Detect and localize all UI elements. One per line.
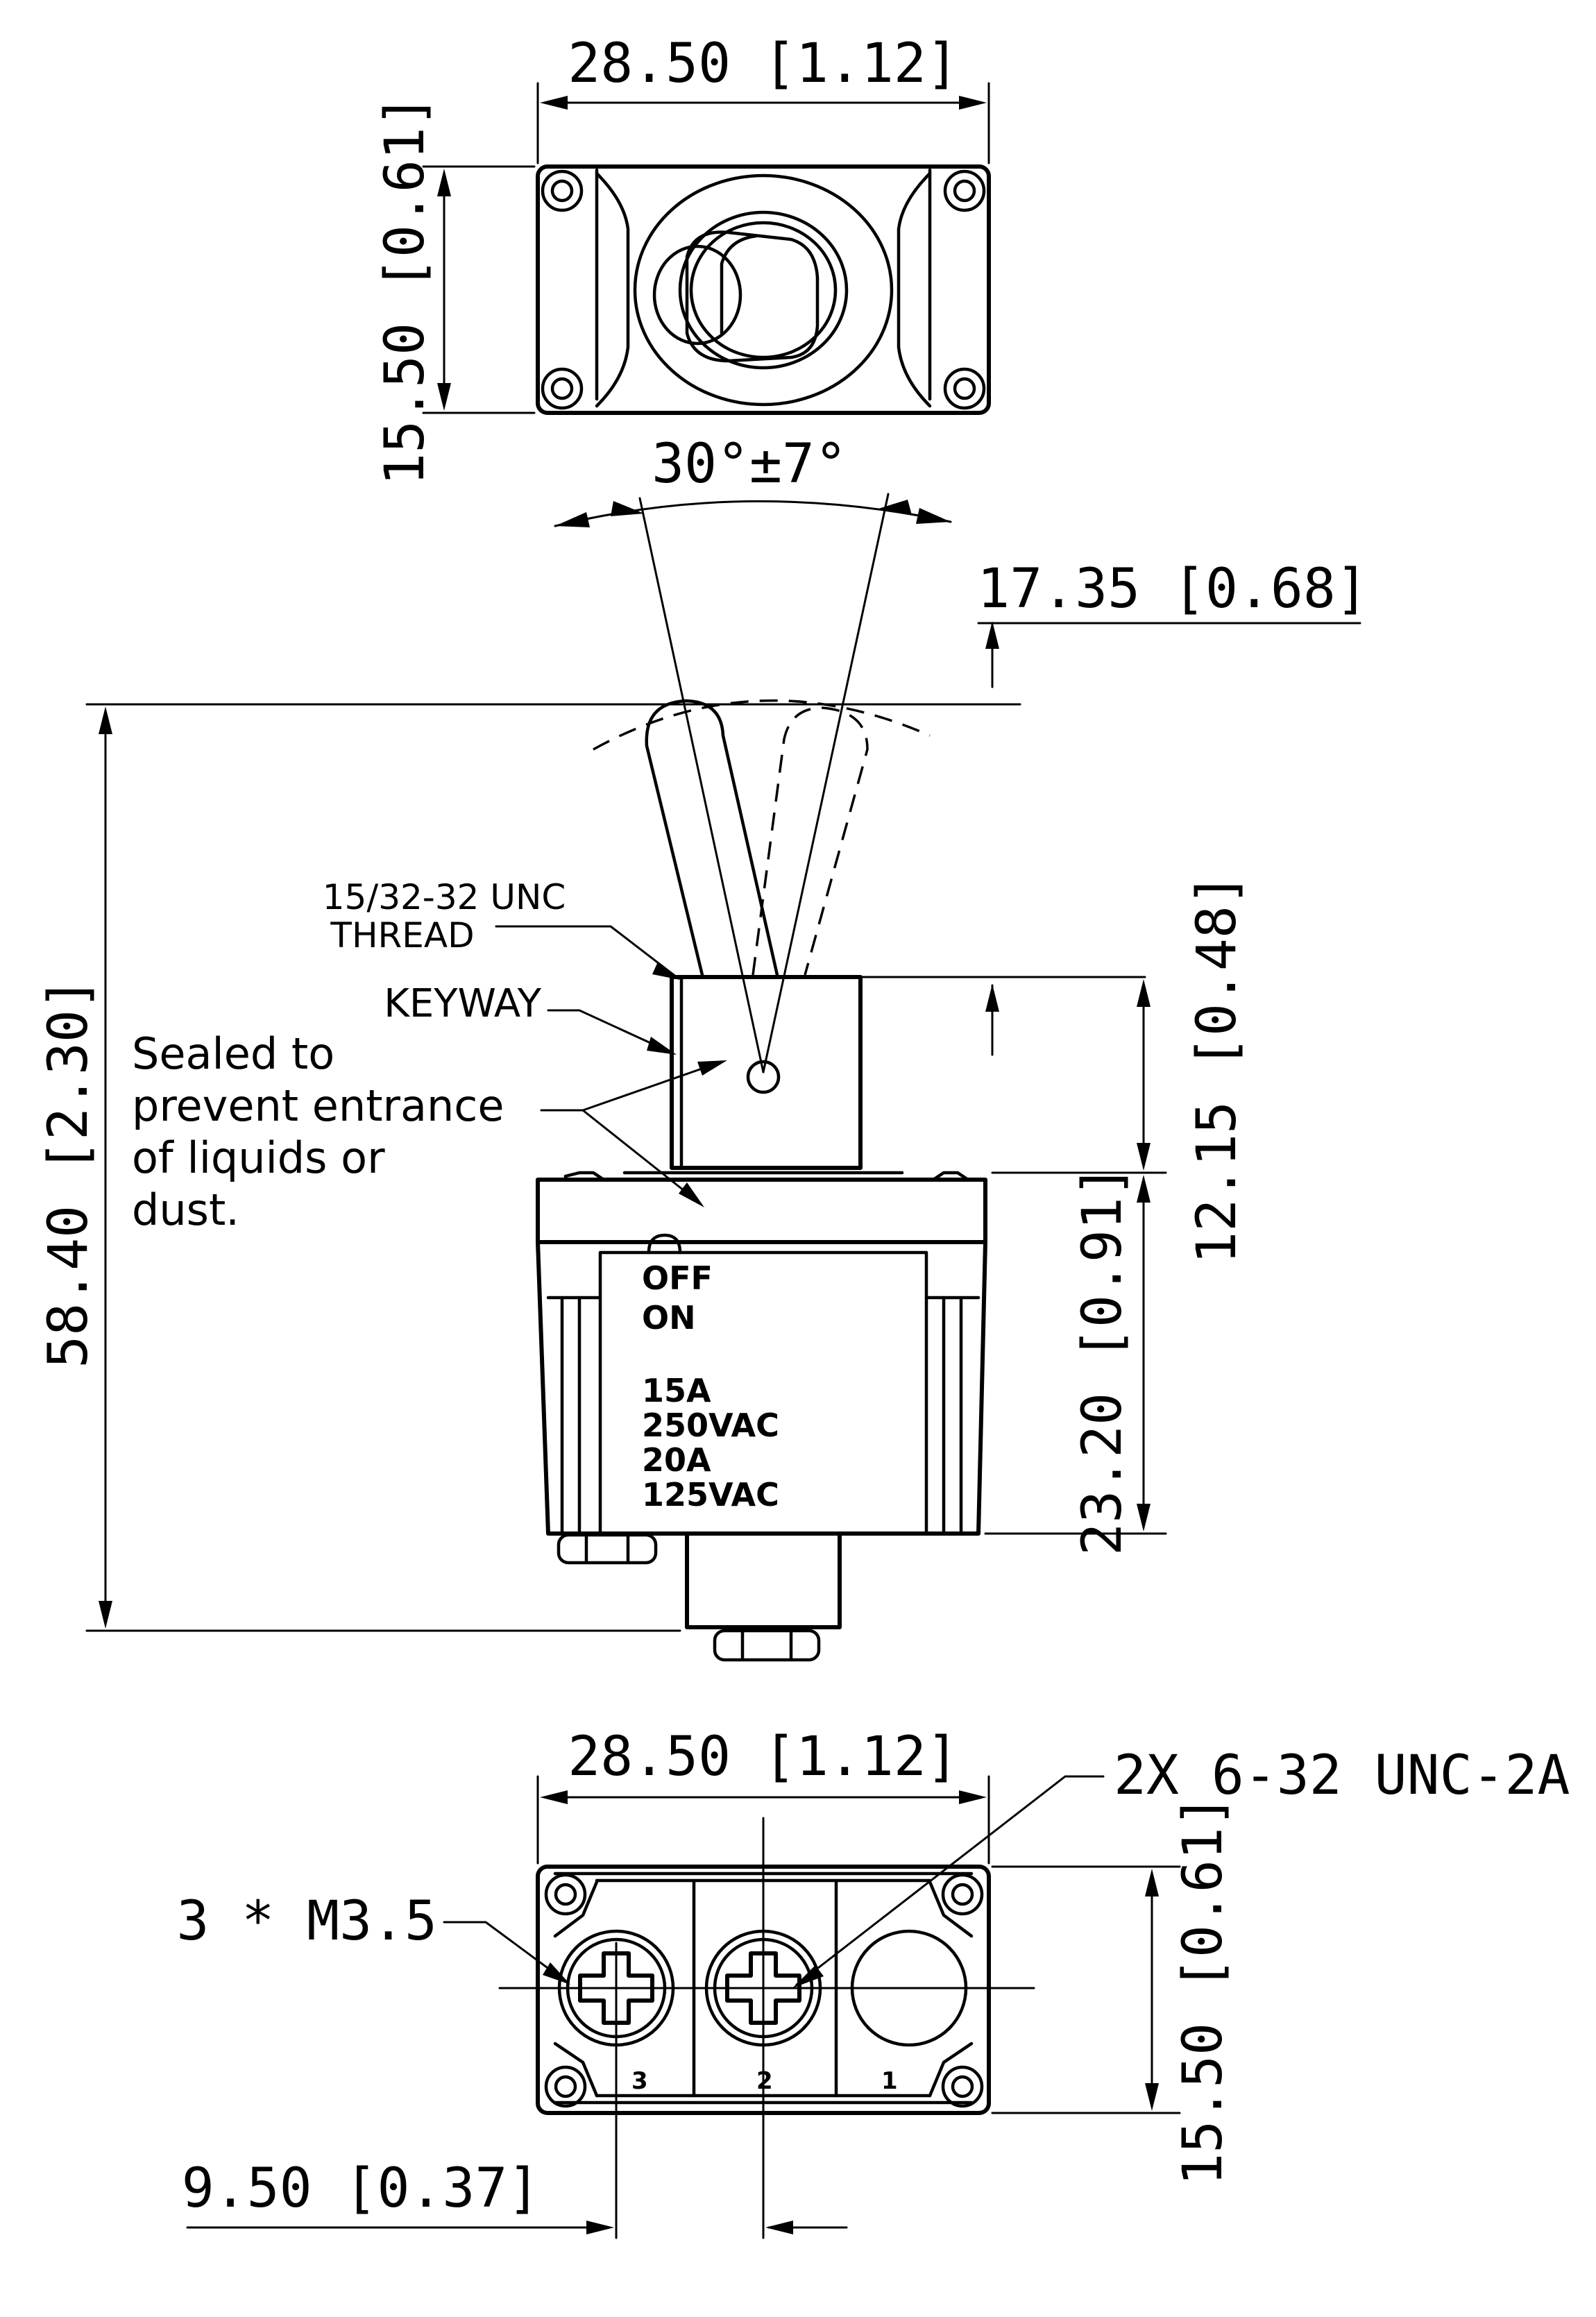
terminal-offset-dimension: 9.50 [0.37] — [182, 2157, 541, 2220]
terminal-number: 3 — [631, 2067, 648, 2095]
thread-label: THREAD — [330, 915, 474, 956]
sealed-note: dust. — [132, 1185, 239, 1235]
top-view: 28.50 [1.12] 15.50 [0.61] — [374, 33, 991, 486]
mount-thread-label: 2X 6-32 UNC-2A — [1114, 1745, 1570, 1807]
keyway-label: KEYWAY — [384, 981, 542, 1026]
screws-label: 3 * M3.5 — [176, 1890, 437, 1953]
rating-marking: 20A — [642, 1441, 711, 1479]
side-screw-head-icon — [557, 1533, 658, 1565]
bottom-mounting-hole-icon — [544, 2065, 587, 2108]
top-mounting-hole-icon — [541, 367, 584, 410]
bushing-height-dimension: 12.15 [0.48] — [1186, 873, 1248, 1264]
top-mounting-hole-icon — [541, 169, 584, 212]
bottom-view: 3 2 1 28.50 [1.12] 15.50 [0.61] 9.50 [0.… — [176, 1726, 1570, 2239]
on-marking: ON — [642, 1299, 696, 1336]
shaft-dimension: 17.35 [0.68] — [977, 558, 1368, 620]
sealed-note: of liquids or — [132, 1132, 385, 1183]
sealed-note: prevent entrance — [132, 1080, 504, 1131]
top-height-dimension: 15.50 [0.61] — [374, 94, 436, 486]
top-width-dimension: 28.50 [1.12] — [568, 33, 959, 95]
top-mounting-hole-icon — [943, 169, 986, 212]
body-height-dimension: 23.20 [0.91] — [1071, 1164, 1134, 1556]
toggle-lever — [645, 699, 779, 977]
side-screw-head-icon — [713, 1629, 821, 1662]
keyway-circle — [746, 1060, 781, 1094]
angle-dimension: 30°±7° — [652, 433, 847, 495]
thread-label: 15/32-32 UNC — [323, 877, 566, 917]
bottom-mounting-hole-icon — [941, 2065, 984, 2108]
bottom-mounting-hole-icon — [544, 1873, 587, 1916]
bottom-width-dimension: 28.50 [1.12] — [568, 1726, 959, 1788]
side-view: 30°±7° 17.35 [0.68] 58.40 [2.30] — [37, 433, 1368, 1662]
top-mounting-hole-icon — [943, 367, 986, 410]
bottom-mounting-hole-icon — [941, 1873, 984, 1916]
rating-marking: 15A — [642, 1372, 711, 1409]
overall-height-dimension: 58.40 [2.30] — [37, 977, 100, 1368]
terminal-number: 1 — [881, 2067, 898, 2095]
sealed-note: Sealed to — [132, 1028, 334, 1079]
rating-marking: 250VAC — [642, 1407, 779, 1444]
threaded-bushing — [670, 975, 863, 1170]
rating-marking: 125VAC — [642, 1476, 779, 1513]
terminal-number: 2 — [756, 2067, 773, 2095]
off-marking: OFF — [642, 1259, 713, 1297]
bottom-height-dimension: 15.50 [0.61] — [1172, 1794, 1234, 2186]
